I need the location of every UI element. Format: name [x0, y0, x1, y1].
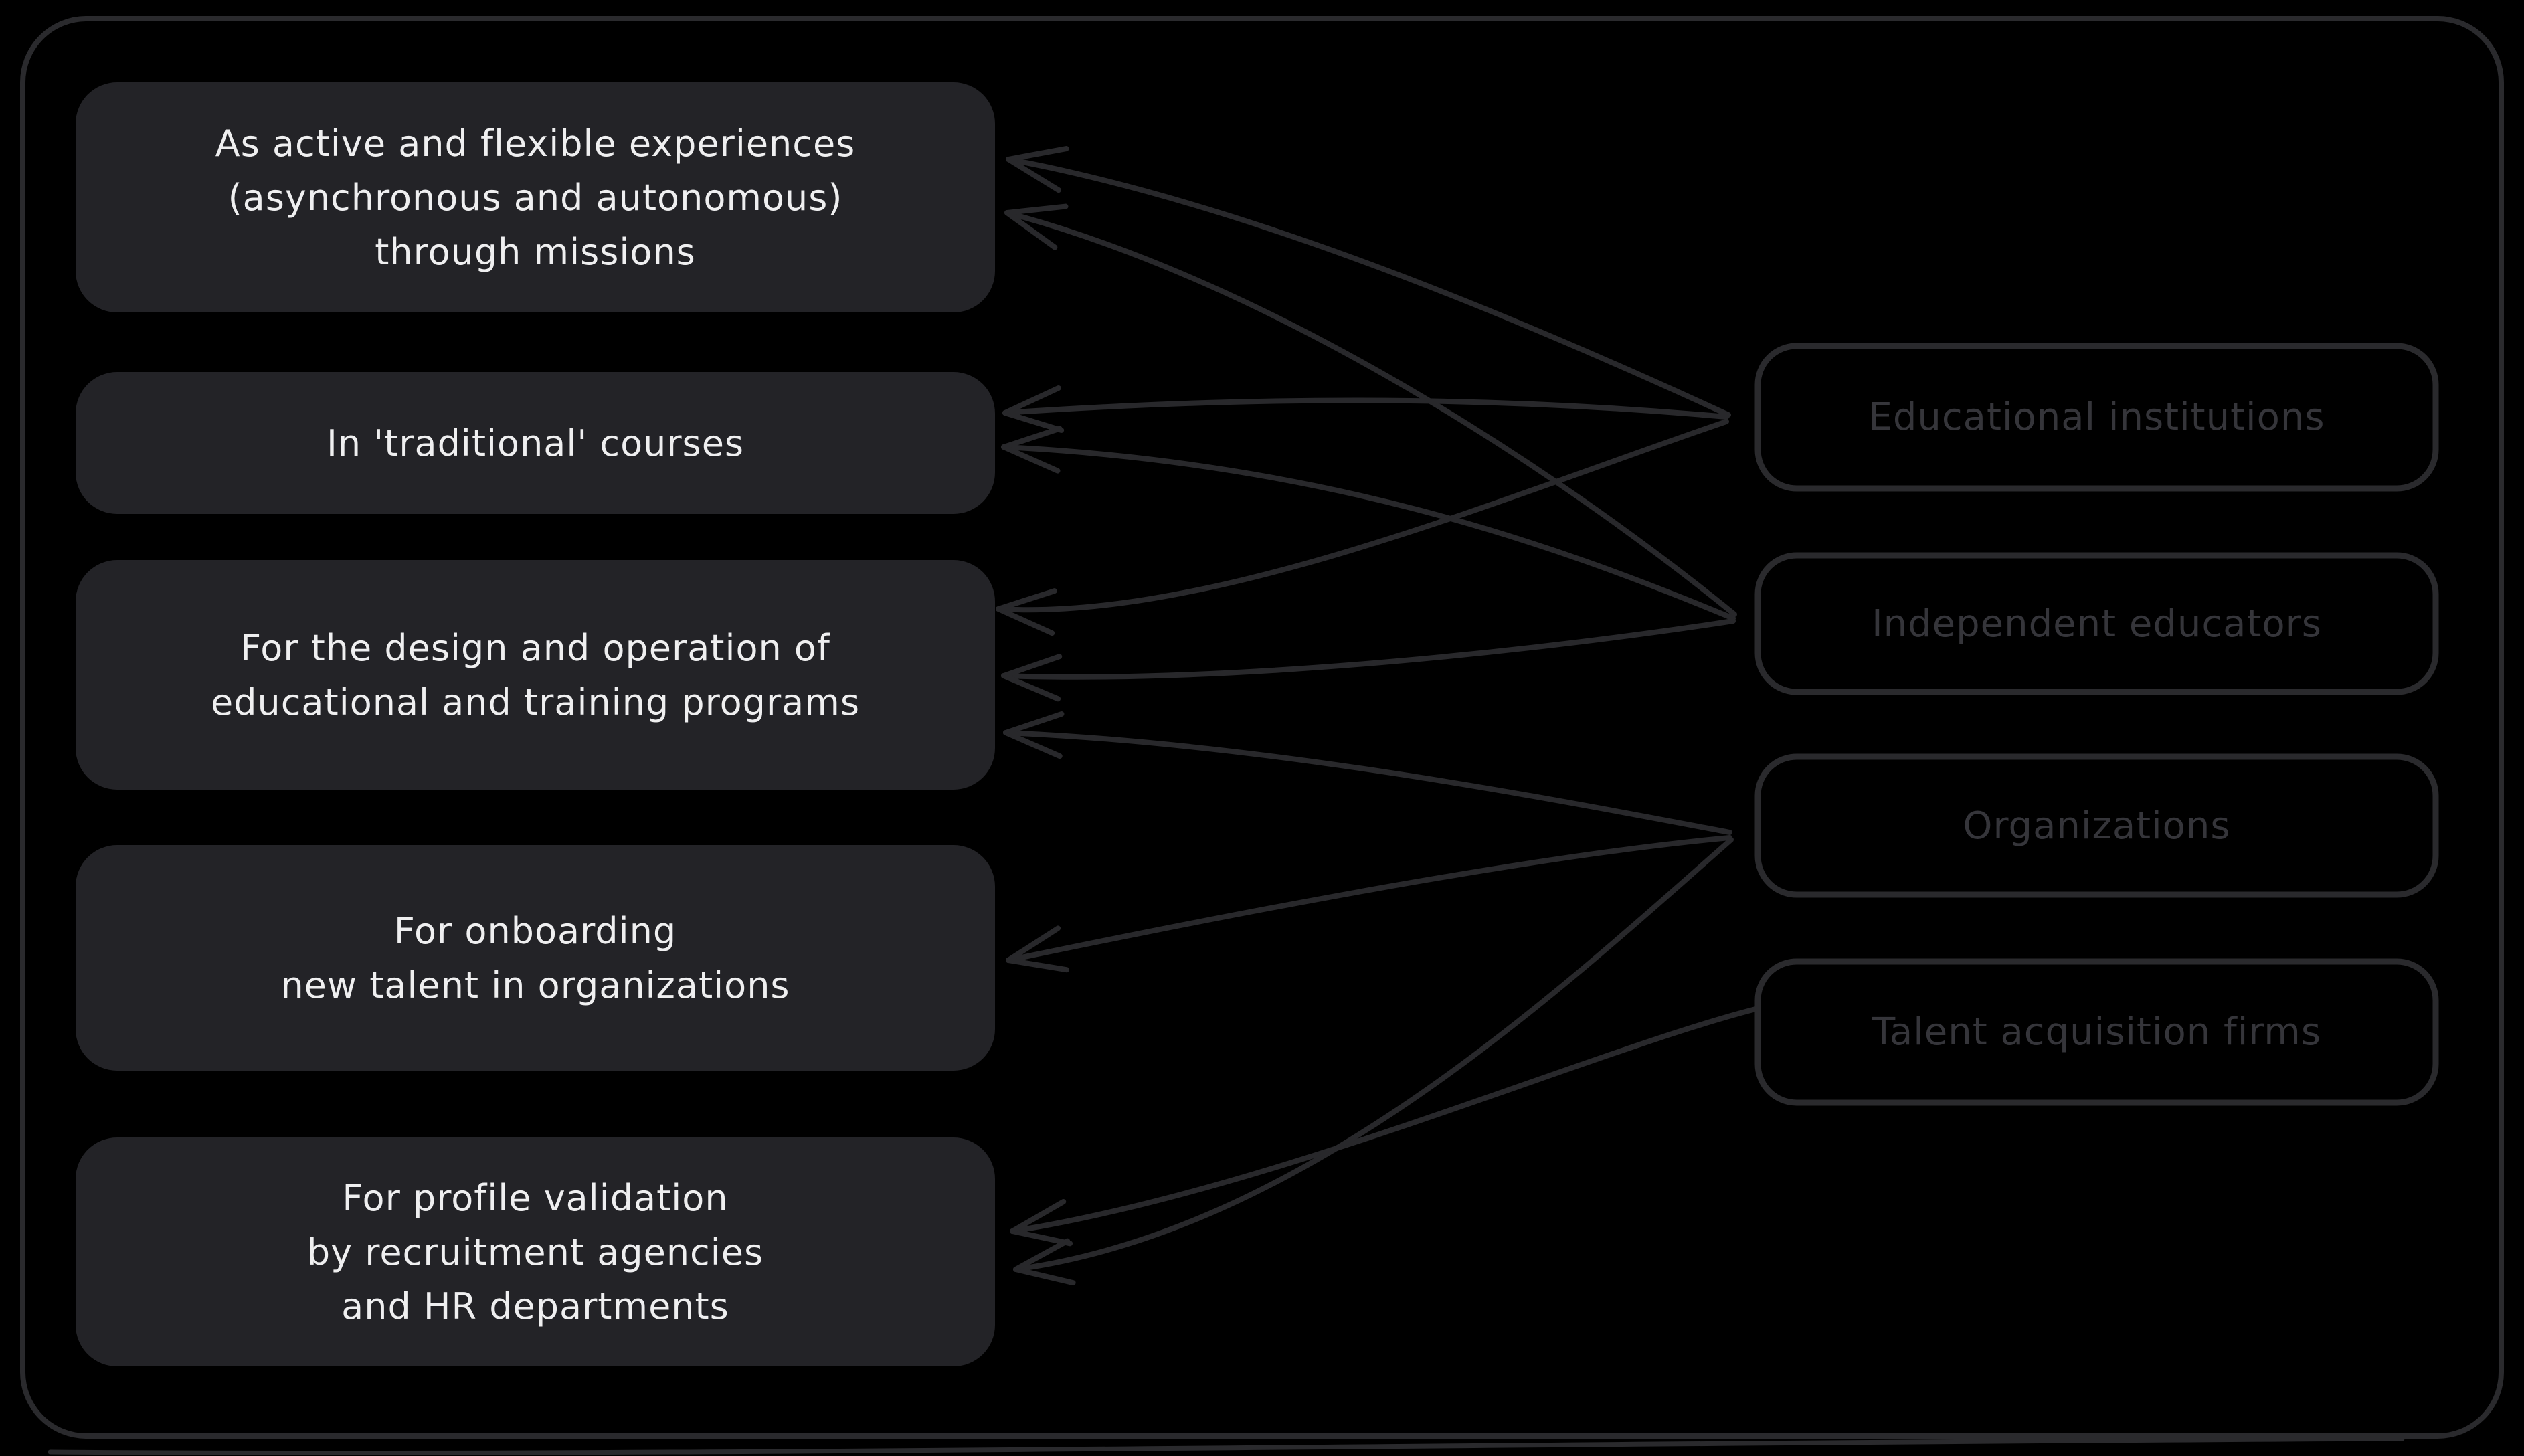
arrowhead-wing-upper-talent-acquisition-firms-to-profile-validation [1010, 1228, 1073, 1247]
left-box-missions [76, 82, 995, 312]
left-box-onboarding [76, 845, 995, 1071]
arrow-organizations-to-design-operation [1003, 730, 1732, 835]
arrowhead-wing-lower-independent-educators-to-missions [1004, 203, 1069, 215]
arrowhead-wing-upper-independent-educators-to-missions [1004, 210, 1058, 250]
arrow-organizations-to-onboarding [1006, 835, 1732, 963]
arrowhead-wing-lower-independent-educators-to-traditional-courses [1001, 426, 1063, 450]
arrowhead-wing-lower-organizations-to-design-operation [1003, 711, 1065, 735]
arrow-educational-institutions-to-traditional-courses [1002, 397, 1729, 420]
left-box-profile-validation [76, 1138, 995, 1366]
arrow-independent-educators-to-design-operation [1001, 618, 1736, 680]
arrowhead-wing-upper-organizations-to-profile-validation [1013, 1267, 1076, 1286]
arrowhead-wing-lower-educational-institutions-to-traditional-courses [1002, 385, 1061, 416]
right-box-educational-institutions [1754, 343, 2439, 492]
arrowhead-wing-upper-organizations-to-onboarding [1006, 958, 1069, 973]
right-box-organizations [1754, 753, 2439, 898]
arrowhead-wing-lower-organizations-to-profile-validation [1013, 1238, 1071, 1272]
arrowhead-wing-lower-educational-institutions-to-missions [1006, 146, 1069, 162]
arrow-talent-acquisition-firms-to-profile-validation [1010, 1006, 1759, 1234]
arrowhead-wing-upper-independent-educators-to-traditional-courses [1001, 444, 1061, 474]
arrowhead-wing-lower-educational-institutions-to-design-operation [996, 588, 1057, 612]
left-box-design-operation [76, 560, 995, 790]
arrowhead-wing-lower-organizations-to-onboarding [1006, 925, 1061, 963]
arrowhead-wing-lower-independent-educators-to-design-operation [1001, 654, 1063, 678]
right-box-independent-educators [1754, 552, 2439, 695]
right-box-talent-acquisition-firms [1754, 958, 2439, 1106]
arrowhead-wing-upper-educational-institutions-to-missions [1006, 157, 1061, 193]
arrow-independent-educators-to-traditional-courses [1001, 444, 1736, 621]
arrow-independent-educators-to-missions [1004, 210, 1737, 617]
arrowhead-wing-upper-organizations-to-design-operation [1003, 730, 1063, 759]
arrow-educational-institutions-to-design-operation [996, 419, 1729, 613]
arrowhead-wing-upper-independent-educators-to-design-operation [1001, 673, 1061, 702]
arrowhead-wing-lower-talent-acquisition-firms-to-profile-validation [1010, 1199, 1067, 1234]
left-box-traditional-courses [76, 372, 995, 514]
panel-border-sketch-line [48, 1436, 2405, 1456]
arrowhead-wing-upper-educational-institutions-to-traditional-courses [1002, 410, 1065, 433]
arrow-organizations-to-profile-validation [1013, 837, 1734, 1272]
arrowhead-wing-upper-educational-institutions-to-design-operation [996, 606, 1055, 636]
panel-border [20, 16, 2504, 1439]
arrow-educational-institutions-to-missions [1006, 157, 1731, 418]
